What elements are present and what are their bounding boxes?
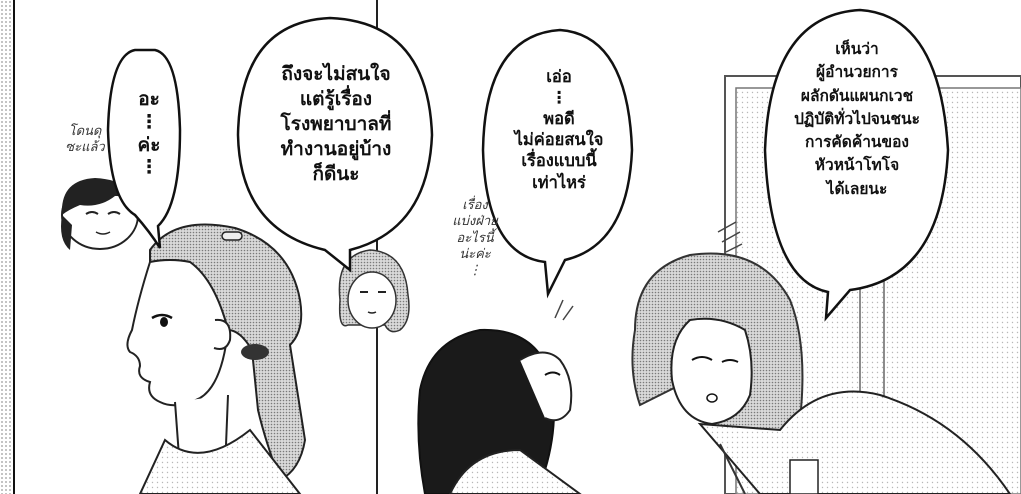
speech-line: ค่ะ (137, 133, 161, 156)
character-ponytail-woman (126, 223, 307, 494)
speech-text-right: เห็นว่า ผู้อำนวยการ ผลักดันแผนกเวช ปฏิบั… (794, 40, 920, 198)
speech-bubble-middle (236, 16, 434, 273)
handwritten-note-right: เรื่อง แบ่งฝ่าย อะไรนี้ น่ะค่ะ ⋮ (452, 198, 498, 278)
speech-bubble-right (763, 8, 950, 322)
page-edge-tone (0, 0, 14, 494)
speech-line: ⋮ (139, 110, 159, 133)
character-light-hair-woman (631, 252, 1012, 494)
speech-text-middle: ถึงจะไม่สนใจ แต่รู้เรื่อง โรงพยาบาลที่ ท… (280, 63, 392, 186)
speech-line: ⋮ (139, 156, 159, 179)
chibi-face-middle (338, 249, 410, 333)
motion-lines (554, 221, 743, 321)
speech-line: อะ (138, 88, 160, 110)
speech-text-left: อะ ⋮ ค่ะ ⋮ (124, 88, 174, 179)
speech-bubble-right-center (481, 28, 634, 299)
speech-bubble-left (106, 48, 182, 249)
speech-text-right-center: เอ่อ ⋮ พอดี ไม่ค่อยสนใจ เรื่องแบบนี้ เท่… (514, 67, 604, 192)
character-dark-hair-woman (417, 328, 582, 494)
handwritten-note-left: โดนดุ ซะแล้ว (65, 124, 105, 156)
